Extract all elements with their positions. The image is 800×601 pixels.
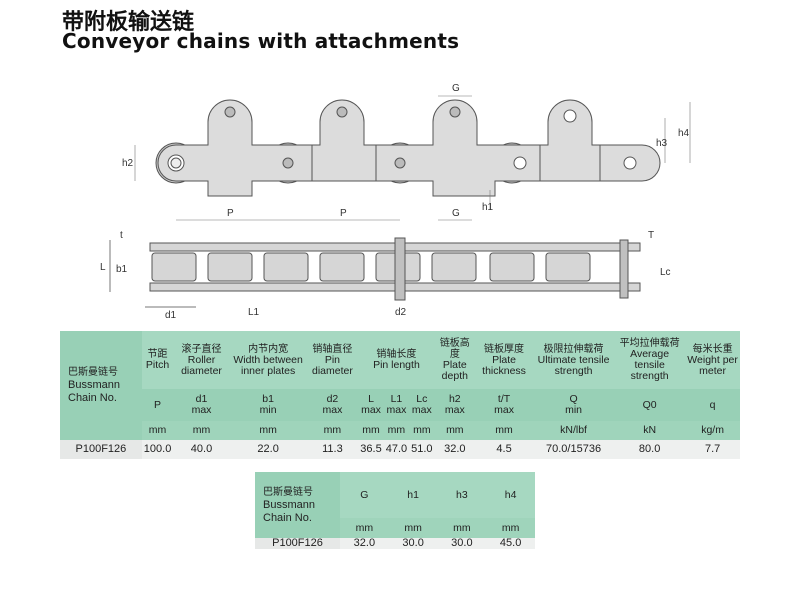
- label-t: t: [120, 230, 123, 241]
- label-h1: h1: [482, 202, 494, 213]
- label-Lc: Lc: [660, 267, 671, 278]
- label-b1: b1: [116, 264, 128, 275]
- dimension-labels: P P G G h1 h2 h3 h4 t T L b1 L1 Lc d1 d2: [100, 83, 690, 321]
- label-h4: h4: [678, 128, 690, 139]
- label-T: T: [648, 230, 654, 241]
- label-d2: d2: [395, 307, 407, 318]
- label-h3: h3: [656, 138, 668, 149]
- dimension-lines: [134, 95, 691, 221]
- chain-diagram: P P G G h1 h2 h3 h4 t T L b1 L1 Lc d1 d2: [100, 83, 691, 321]
- label-h2: h2: [122, 158, 134, 169]
- label-G: G: [452, 208, 460, 219]
- title-english: Conveyor chains with attachments: [62, 29, 460, 53]
- label-P: P: [340, 208, 347, 219]
- chain-side-view: [109, 237, 641, 308]
- title-chinese: 带附板输送链: [62, 10, 195, 35]
- label-d1: d1: [165, 310, 177, 321]
- label-G: G: [452, 83, 460, 94]
- label-L1: L1: [248, 307, 260, 318]
- label-L: L: [100, 262, 106, 273]
- label-P: P: [227, 208, 234, 219]
- chain-top-view: [155, 99, 661, 197]
